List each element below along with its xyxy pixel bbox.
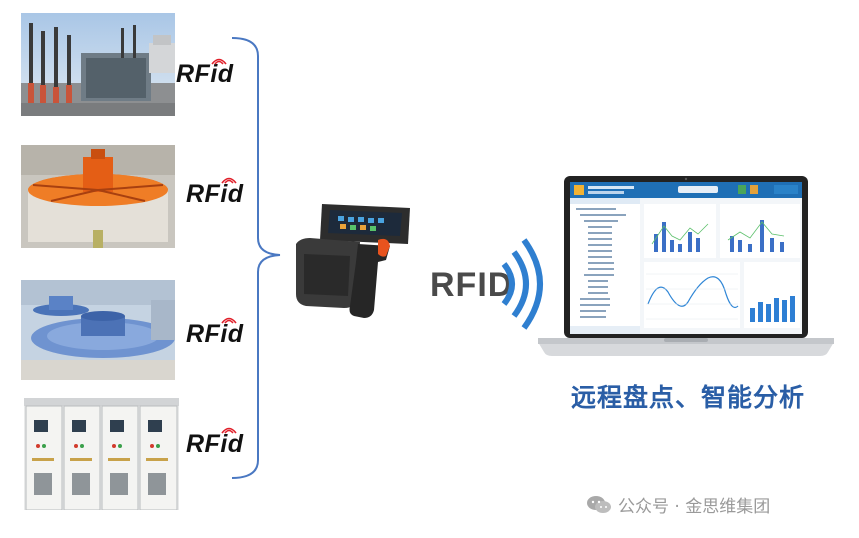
rfid-handheld-reader — [296, 204, 410, 318]
laptop-dashboard — [538, 176, 834, 356]
rfid-center-label: RFID — [430, 266, 514, 304]
wifi-wave-icon — [221, 177, 237, 184]
wifi-wave-icon — [221, 427, 237, 434]
radio-wave-icon — [501, 238, 543, 330]
photo-generator-orange — [21, 145, 175, 248]
rfid-tag-1: RFid — [176, 60, 234, 88]
caption-remote-inventory: 远程盘点、智能分析 — [571, 383, 806, 412]
rfid-tag-2: RFid — [186, 180, 244, 208]
wifi-wave-icon — [221, 317, 237, 324]
wifi-wave-icon — [211, 58, 227, 65]
photo-switchgear-cabinets — [24, 398, 179, 510]
rfid-tag-3: RFid — [186, 320, 244, 348]
photo-generator-hall-blue — [21, 280, 175, 380]
photo-substation-transformer — [21, 13, 175, 116]
rfid-tag-4: RFid — [186, 430, 244, 458]
wechat-icon — [587, 496, 611, 513]
watermark-text: 公众号 · 金思维集团 — [618, 497, 771, 517]
